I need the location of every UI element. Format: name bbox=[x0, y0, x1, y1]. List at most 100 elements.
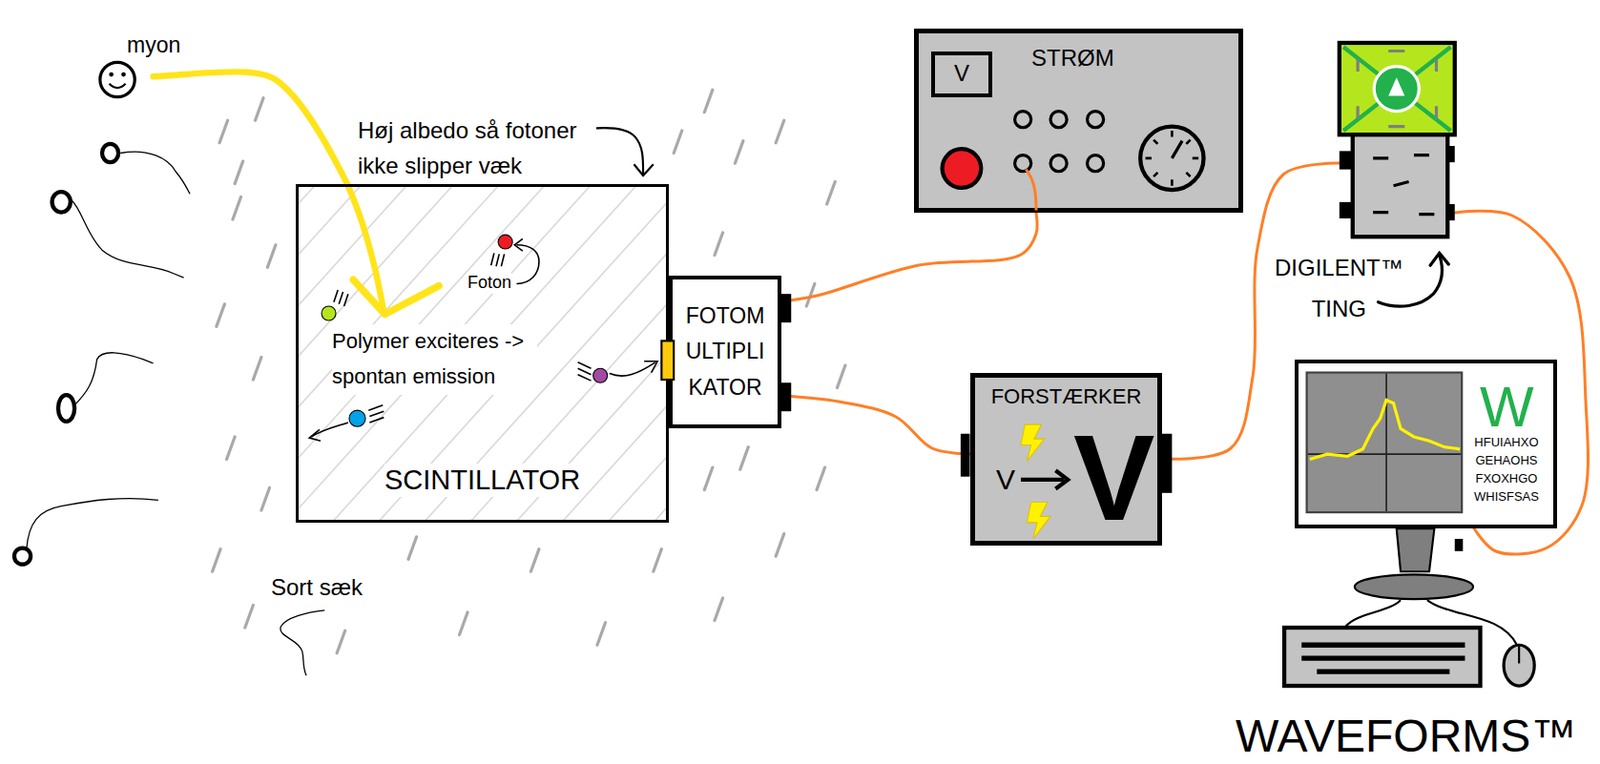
power-supply-controls bbox=[1015, 155, 1032, 172]
app-logo: W bbox=[1479, 378, 1535, 437]
computer-drawing bbox=[1284, 627, 1480, 686]
leader-line bbox=[516, 245, 540, 285]
box-title: SCINTILLATOR bbox=[384, 463, 581, 498]
power-supply-controls bbox=[1140, 126, 1204, 190]
voltmeter-box: V bbox=[931, 51, 993, 98]
amplifier-symbols bbox=[1020, 477, 1064, 482]
computer-drawing bbox=[1284, 373, 1535, 686]
particle-track bbox=[26, 498, 159, 550]
power-supply-controls bbox=[1015, 111, 1104, 172]
leader-arrow bbox=[589, 127, 653, 176]
power-supply-controls bbox=[1015, 111, 1032, 128]
scintillator-texture bbox=[297, 186, 666, 521]
computer-drawing bbox=[1354, 574, 1474, 600]
box-title: FORSTÆRKER bbox=[991, 384, 1143, 410]
note-text: Høj albedo så fotoner ikke slipper væk bbox=[357, 112, 597, 184]
black-sack: Polymer exciteres -> spontan emissionSCI… bbox=[133, 33, 921, 730]
text-slot: DIGILENT™ TING bbox=[1274, 247, 1404, 330]
text-slot: myon bbox=[126, 32, 181, 60]
muon-smiley bbox=[108, 72, 114, 78]
leader-arrow bbox=[633, 164, 653, 176]
photon-symbol bbox=[498, 234, 513, 250]
digilent-device-drawing bbox=[1352, 134, 1449, 237]
device-label: DIGILENT™ TING bbox=[1274, 247, 1404, 330]
digilent-device-drawing bbox=[1388, 77, 1405, 96]
power-supply-controls bbox=[1025, 169, 1037, 211]
voltage-symbol: V bbox=[954, 60, 970, 88]
amplifier-box: FORSTÆRKER V V bbox=[970, 373, 1163, 546]
digilent-device-drawing bbox=[1339, 42, 1455, 135]
screen-text: HFUIAHXO GEHAOHS FXOXHGO WHISFSAS bbox=[1474, 434, 1539, 507]
computer-drawing bbox=[1517, 645, 1520, 664]
leader-arrow bbox=[1430, 252, 1449, 266]
photon-symbol bbox=[309, 429, 321, 441]
computer-drawing bbox=[1307, 373, 1463, 514]
text-slot: HFUIAHXO GEHAOHS FXOXHGO WHISFSAS bbox=[1474, 434, 1539, 507]
computer-drawing bbox=[1309, 399, 1460, 459]
text-slot: V bbox=[1073, 416, 1155, 540]
power-supply-controls bbox=[942, 111, 1205, 211]
computer-drawing bbox=[1454, 539, 1464, 552]
power-supply-controls bbox=[1050, 111, 1067, 128]
computer-drawing bbox=[1308, 374, 1462, 512]
muon-track bbox=[153, 71, 385, 312]
text-slot: FOTOM ULTIPLI KATOR bbox=[672, 298, 778, 406]
muon-smiley bbox=[100, 62, 135, 97]
particle-track bbox=[120, 151, 190, 194]
muon-smiley bbox=[100, 62, 135, 97]
digilent-device-drawing bbox=[1339, 150, 1353, 169]
digilent-device-drawing bbox=[1447, 145, 1455, 163]
particle-track bbox=[26, 151, 190, 550]
power-supply-controls bbox=[1050, 155, 1067, 172]
amplifier-symbols bbox=[1026, 501, 1051, 540]
amplifier-symbols bbox=[1020, 424, 1045, 462]
voltage-symbol-large: V bbox=[1073, 416, 1155, 540]
scintillator-texture bbox=[297, 186, 666, 521]
particle-label: Foton bbox=[467, 272, 512, 294]
digilent-device-drawing bbox=[1339, 42, 1455, 237]
text-slot: V bbox=[935, 60, 989, 88]
photomultiplier-ports bbox=[661, 340, 674, 380]
photon-symbol bbox=[644, 361, 658, 374]
particle-symbol bbox=[52, 191, 71, 212]
muon-track bbox=[353, 279, 439, 314]
software-name: WAVEFORMS™ bbox=[1235, 713, 1577, 760]
muon-smiley bbox=[108, 83, 125, 88]
process-text: Polymer exciteres -> spontan emission bbox=[332, 324, 538, 395]
photon-symbol bbox=[309, 234, 658, 441]
text-slot: STRØM bbox=[1031, 44, 1115, 73]
photomultiplier-ports bbox=[781, 382, 792, 412]
amplifier-symbols bbox=[960, 434, 971, 478]
photon-symbol bbox=[349, 410, 366, 427]
particle-symbol bbox=[58, 394, 75, 422]
particle-symbol bbox=[14, 548, 31, 565]
digilent-device-drawing bbox=[1339, 202, 1353, 219]
photon-symbol bbox=[311, 422, 349, 437]
power-supply-controls bbox=[1087, 155, 1104, 172]
photomultiplier-ports bbox=[781, 293, 792, 323]
voltage-symbol: V bbox=[996, 462, 1016, 498]
photon-symbol bbox=[491, 252, 505, 267]
text-slot: WAVEFORMS™ bbox=[1235, 713, 1577, 760]
photomultiplier-ports bbox=[661, 293, 791, 412]
leader-line bbox=[514, 238, 523, 251]
power-supply-controls bbox=[1087, 111, 1104, 128]
digilent-device-drawing bbox=[1372, 155, 1434, 215]
digilent-device-drawing bbox=[1447, 204, 1455, 221]
power-supply-controls bbox=[1145, 130, 1200, 187]
particle-track bbox=[73, 353, 153, 407]
leader-line bbox=[280, 610, 325, 676]
wire-connector bbox=[781, 395, 971, 455]
digilent-device-drawing bbox=[1357, 51, 1436, 127]
amplifier-symbols bbox=[1162, 434, 1173, 494]
power-supply-controls bbox=[1171, 141, 1183, 159]
sack-texture bbox=[212, 89, 846, 654]
computer-drawing bbox=[1503, 644, 1535, 686]
computer-drawing bbox=[1396, 528, 1435, 572]
photon-symbol bbox=[578, 362, 592, 381]
text-slot: Foton bbox=[467, 272, 512, 294]
photon-symbol bbox=[321, 306, 336, 321]
